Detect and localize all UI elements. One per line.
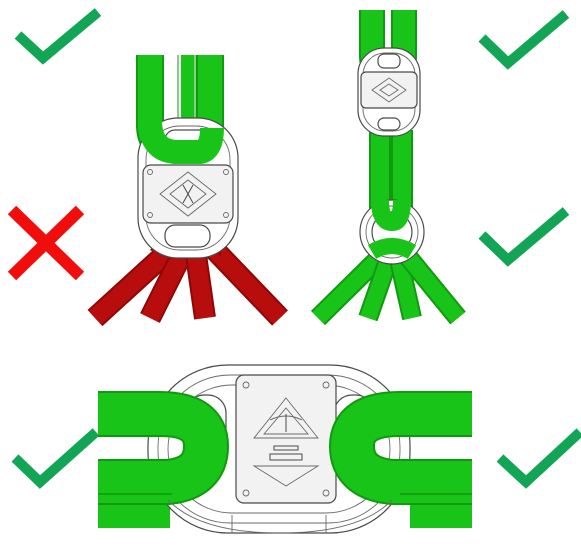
top-left-connector-assembly	[95, 55, 280, 318]
check-mark-icon	[482, 14, 566, 63]
master-ring	[360, 200, 424, 264]
check-mark-icon	[500, 432, 580, 482]
cross-mark-icon	[12, 210, 80, 276]
check-mark-icon	[482, 211, 566, 260]
connector-link-small	[358, 48, 420, 136]
check-mark-icon	[18, 12, 98, 58]
bottom-connector-assembly	[98, 365, 472, 533]
check-mark-icon	[15, 432, 96, 482]
top-right-connector-assembly	[318, 10, 458, 318]
